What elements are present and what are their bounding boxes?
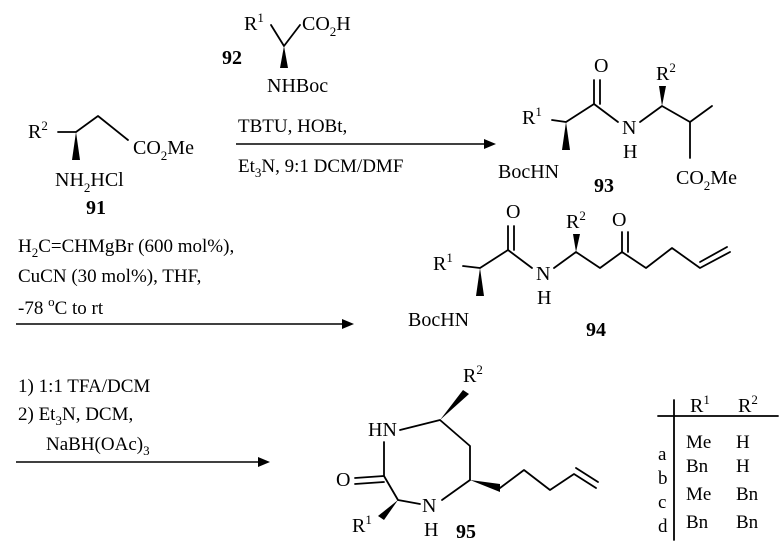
step1-conditions-line2: Et3N, 9:1 DCM/DMF	[238, 156, 403, 180]
r2-label: R2	[566, 208, 586, 233]
ring-bond	[383, 441, 421, 505]
table-row: b Bn H	[658, 456, 750, 489]
ring-nitrogen: N	[422, 495, 436, 517]
arrowhead	[484, 139, 496, 149]
step3-conditions-line3: NaBH(OAc)3	[46, 434, 150, 458]
reagent-92: R1 CO2H NHBoc 92	[222, 10, 351, 97]
compound-91: R2 CO2Me NH2HCl 91	[28, 115, 194, 219]
substituent-table: R1 R2 a Me H b Bn H c Me Bn d Bn Bn	[657, 392, 779, 541]
bond	[270, 24, 301, 47]
compound-number-94: 94	[586, 319, 606, 341]
wedge-bond	[72, 132, 80, 160]
carbonyl-oxygen-1: O	[506, 201, 520, 223]
compound-number-95: 95	[456, 521, 476, 543]
carbonyl-oxygen: O	[594, 55, 608, 77]
step2-conditions-line2: CuCN (30 mol%), THF,	[18, 266, 201, 287]
boc-amine: BocHN	[498, 161, 559, 183]
row-r2: H	[736, 432, 750, 453]
step2-conditions-line3: -78 oC to rt	[18, 294, 104, 319]
row-id: b	[658, 468, 668, 489]
wedge-bond	[280, 46, 288, 68]
double-bond	[699, 246, 728, 263]
row-r1: Me	[686, 484, 711, 505]
wedge-bond	[440, 390, 469, 420]
row-r2: Bn	[736, 484, 759, 505]
wedge-bond	[476, 268, 484, 296]
step3-conditions-line1: 1) 1:1 TFA/DCM	[18, 376, 150, 397]
double-bond	[575, 467, 599, 483]
step2-conditions-line1: H2C=CHMgBr (600 mol%),	[18, 236, 234, 260]
r1-label: R1	[433, 250, 453, 275]
ring-bond	[399, 419, 471, 481]
compound-93: R1 O R2 N H CO2Me BocHN 93	[498, 55, 737, 197]
bond	[57, 115, 129, 141]
bond	[639, 105, 713, 123]
ester-group: CO2Me	[133, 137, 194, 163]
wedge-bond	[562, 122, 570, 150]
row-id: a	[658, 444, 667, 465]
table-row: a Me H	[658, 432, 750, 465]
double-bond	[354, 475, 385, 485]
step-3: 1) 1:1 TFA/DCM 2) Et3N, DCM, NaBH(OAc)3	[16, 376, 270, 467]
r2-label: R2	[656, 60, 676, 85]
table-row: d Bn Bn	[658, 512, 759, 537]
double-bond	[621, 231, 629, 253]
wedge-bond	[470, 480, 500, 492]
ketone-oxygen: O	[612, 209, 626, 231]
double-bond	[507, 225, 515, 251]
step3-conditions-line2: 2) Et3N, DCM,	[18, 404, 133, 428]
amide-hydrogen: H	[537, 287, 551, 309]
table-row: c Me Bn	[658, 484, 759, 513]
acid-group: CO2H	[302, 13, 351, 39]
lactam-oxygen: O	[336, 469, 350, 491]
r1-label: R1	[244, 10, 264, 35]
wedge-bond	[573, 234, 580, 252]
row-r2: H	[736, 456, 750, 477]
r1-label: R1	[522, 104, 542, 129]
side-chain-bond	[499, 469, 597, 491]
r2-label: R2	[28, 118, 48, 143]
row-id: d	[658, 516, 668, 537]
compound-number-92: 92	[222, 47, 242, 69]
r1-label: R1	[352, 512, 372, 537]
table-header-r1: R1	[690, 392, 710, 417]
ester-group: CO2Me	[676, 167, 737, 193]
bond	[551, 103, 619, 123]
boc-amine: BocHN	[408, 309, 469, 331]
wedge-bond	[378, 500, 398, 520]
compound-number-91: 91	[86, 197, 106, 219]
amide-nitrogen: N	[622, 117, 636, 139]
row-r1: Bn	[686, 456, 709, 477]
r2-label: R2	[463, 362, 483, 387]
compound-95: R2 HN O N H R1 95	[336, 362, 599, 543]
row-r2: Bn	[736, 512, 759, 533]
step-1: TBTU, HOBt, Et3N, 9:1 DCM/DMF	[236, 116, 496, 180]
ring-bond	[441, 479, 471, 501]
table-header-r2: R2	[738, 392, 758, 417]
compound-94: R1 O R2 O N H BocHN 94	[408, 201, 731, 341]
amide-nitrogen: N	[536, 263, 550, 285]
ring-nh: HN	[368, 419, 397, 441]
arrowhead	[342, 319, 354, 329]
nhboc-label: NHBoc	[267, 75, 328, 97]
row-r1: Bn	[686, 512, 709, 533]
step1-conditions-line1: TBTU, HOBt,	[238, 116, 347, 137]
wedge-bond	[659, 86, 666, 106]
step-2: H2C=CHMgBr (600 mol%), CuCN (30 mol%), T…	[16, 236, 354, 329]
ring-nitrogen-hydrogen: H	[424, 519, 438, 541]
arrowhead	[258, 457, 270, 467]
row-r1: Me	[686, 432, 711, 453]
amine-hcl-group: NH2HCl	[55, 169, 124, 195]
row-id: c	[658, 492, 666, 513]
bond	[553, 247, 731, 269]
bond	[462, 249, 533, 269]
amide-hydrogen: H	[623, 141, 637, 163]
double-bond	[593, 79, 601, 105]
compound-number-93: 93	[594, 175, 614, 197]
